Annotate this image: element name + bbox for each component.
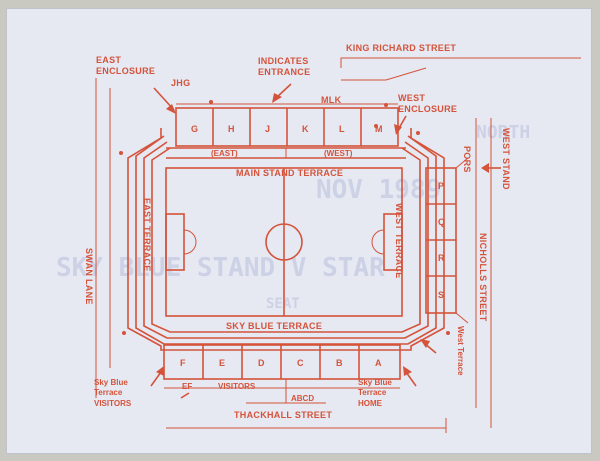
label-west-terrace-small: West Terrace: [456, 326, 465, 376]
label-west-paren: (WEST): [324, 149, 353, 158]
entrance-markers: [119, 100, 450, 335]
block-h: H: [228, 124, 235, 134]
main-stand-blocks: [175, 103, 399, 147]
block-k: K: [302, 124, 309, 134]
label-king-richard-street: KING RICHARD STREET: [346, 43, 456, 53]
block-g: G: [191, 124, 198, 134]
west-stand-blocks: [425, 157, 469, 324]
sky-blue-stand-blocks: [163, 344, 401, 404]
label-pors: PORS: [462, 146, 472, 173]
street-lines: [95, 57, 581, 433]
block-j: J: [265, 124, 270, 134]
label-swan-lane: SWAN LANE: [84, 248, 94, 305]
label-main-stand-terrace: MAIN STAND TERRACE: [236, 168, 343, 178]
terrace-rings: [127, 128, 445, 351]
label-mlk: MLK: [321, 95, 342, 105]
block-letters: G H J K L M F E D C B A P Q R S: [180, 124, 445, 368]
ticket: NORTH NOV 1989 SKY BLUE STAND V STAR SEA…: [6, 8, 592, 454]
block-r: R: [438, 253, 445, 263]
label-east-terrace: EAST TERRACE: [142, 198, 152, 272]
label-nicholls-street: NICHOLLS STREET: [478, 233, 488, 322]
pitch: [165, 167, 403, 317]
label-sky-blue-right-2: Terrace: [358, 388, 387, 397]
block-d: D: [258, 358, 265, 368]
block-b: B: [336, 358, 343, 368]
label-jhg: JHG: [171, 78, 190, 88]
block-p: P: [438, 181, 444, 191]
label-east-enclosure-2: ENCLOSURE: [96, 66, 155, 76]
stadium-plan: NORTH NOV 1989 SKY BLUE STAND V STAR SEA…: [56, 43, 581, 433]
block-c: C: [297, 358, 304, 368]
block-e: E: [219, 358, 225, 368]
bleed-through-print: NORTH NOV 1989 SKY BLUE STAND V STAR SEA…: [56, 122, 530, 312]
label-sky-blue-left-1: Sky Blue: [94, 378, 128, 387]
label-sky-blue-left-2: Terrace: [94, 388, 123, 397]
label-thackhall-street: THACKHALL STREET: [234, 410, 332, 420]
label-home: HOME: [358, 399, 383, 408]
map-labels: EAST ENCLOSURE INDICATES ENTRANCE KING R…: [84, 43, 511, 420]
label-sky-blue-right-1: Sky Blue: [358, 378, 392, 387]
block-s: S: [438, 290, 444, 300]
label-west-terrace: WEST TERRACE: [394, 203, 404, 279]
label-east-enclosure-1: EAST: [96, 55, 121, 65]
label-west-enclosure-1: WEST: [398, 93, 425, 103]
svg-text:NOV 1989: NOV 1989: [316, 175, 441, 205]
label-visitors-left: VISITORS: [94, 399, 132, 408]
block-f: F: [180, 358, 186, 368]
label-visitors-bottom: VISITORS: [218, 382, 256, 391]
label-ef: EF: [182, 382, 192, 391]
label-west-stand: WEST STAND: [501, 128, 511, 190]
svg-text:NORTH: NORTH: [476, 122, 530, 143]
label-sky-blue-terrace: SKY BLUE TERRACE: [226, 321, 322, 331]
block-a: A: [375, 358, 382, 368]
label-east-paren: (EAST): [211, 149, 238, 158]
block-l: L: [339, 124, 345, 134]
label-abcd: ABCD: [291, 394, 314, 403]
label-west-enclosure-2: ENCLOSURE: [398, 104, 457, 114]
block-m: M: [375, 124, 383, 134]
label-indicates-2: ENTRANCE: [258, 67, 310, 77]
svg-text:SKY BLUE STAND V STAR: SKY BLUE STAND V STAR: [56, 253, 385, 283]
entrance-arrows: [150, 83, 501, 399]
block-q: Q: [438, 217, 445, 227]
label-indicates-1: INDICATES: [258, 56, 309, 66]
svg-text:SEAT: SEAT: [266, 296, 300, 312]
